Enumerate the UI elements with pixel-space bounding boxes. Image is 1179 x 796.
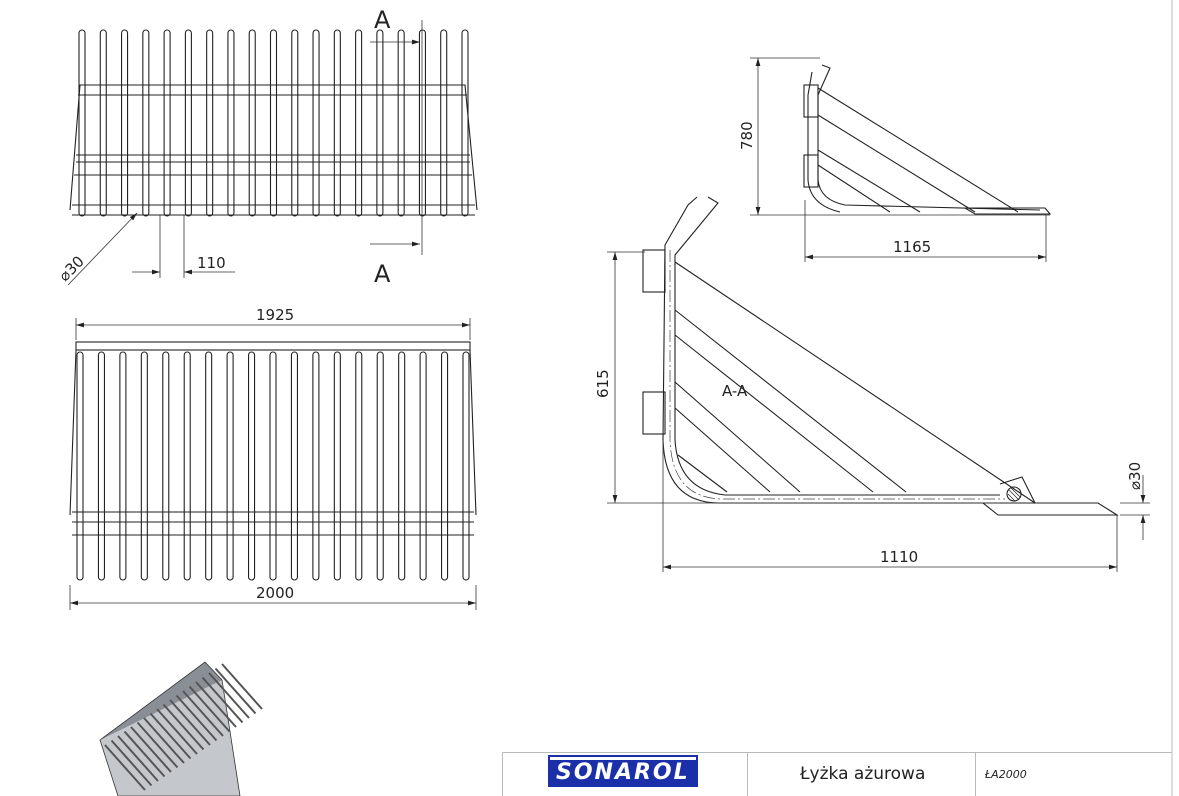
section-view-a-a: A-A 615 1110 ⌀30 — [594, 196, 1150, 572]
tine-top — [355, 29, 363, 217]
tine-iso — [123, 730, 166, 778]
tine-front — [398, 351, 406, 581]
tine-iso — [195, 681, 237, 728]
top-view: A A ⌀30 110 — [55, 6, 478, 288]
tine-iso — [221, 663, 263, 710]
section-marker-bottom: A — [374, 260, 391, 288]
tine-iso — [182, 690, 224, 737]
tine-spacing-dim: 110 — [197, 254, 226, 272]
tine-top — [312, 29, 320, 217]
tine-top — [440, 29, 448, 217]
tine-front — [290, 351, 298, 581]
tine-iso — [156, 708, 198, 755]
tine-top — [333, 29, 341, 217]
rod-diameter-dim: ⌀30 — [55, 252, 88, 285]
tine-front — [183, 351, 191, 581]
title-block-border — [502, 752, 1172, 753]
tine-top — [376, 29, 384, 217]
tine-front — [355, 351, 363, 581]
isometric-view — [99, 661, 263, 796]
tine-top — [184, 29, 192, 217]
title-block-divider — [747, 752, 748, 796]
tine-iso — [201, 676, 244, 724]
inner-width-dim: 1925 — [256, 306, 294, 324]
tine-iso — [188, 685, 231, 733]
tine-front — [205, 351, 213, 581]
tine-iso — [162, 703, 205, 751]
tine-front — [441, 351, 449, 581]
section-rod-diameter-dim: ⌀30 — [1126, 462, 1144, 490]
tine-front — [76, 351, 84, 581]
drawing-code: ŁA2000 — [985, 767, 1027, 781]
tine-front — [97, 351, 105, 581]
front-view: 1925 2000 — [69, 306, 477, 610]
section-label: A-A — [722, 382, 748, 400]
tine-front — [269, 351, 277, 581]
tine-front — [462, 351, 470, 581]
title-block-divider — [975, 752, 976, 796]
tine-front — [419, 351, 427, 581]
section-height-dim: 615 — [594, 369, 612, 398]
company-logo: SONAROL — [548, 755, 698, 787]
tine-front — [312, 351, 320, 581]
tine-iso — [110, 739, 153, 787]
tine-top — [142, 29, 150, 217]
side-view: 780 1165 — [738, 57, 1052, 262]
tine-iso — [104, 744, 146, 791]
overall-width-dim: 2000 — [256, 584, 294, 602]
tine-front — [162, 351, 170, 581]
tine-front — [333, 351, 341, 581]
tine-front — [376, 351, 384, 581]
tine-iso — [169, 699, 211, 746]
section-length-dim: 1110 — [880, 548, 918, 566]
tine-top — [227, 29, 235, 217]
tine-top — [418, 29, 426, 217]
drawing-title: Łyżka ażurowa — [800, 764, 926, 784]
tine-top — [461, 29, 469, 217]
title-block-divider — [502, 752, 503, 796]
tine-iso — [214, 667, 257, 715]
tine-top — [397, 29, 405, 217]
tine-iso — [136, 721, 179, 769]
tine-top — [78, 29, 86, 217]
logo-text: SONAROL — [548, 755, 698, 787]
tine-iso — [130, 726, 172, 773]
side-length-dim: 1165 — [893, 238, 931, 256]
tine-front — [119, 351, 127, 581]
tine-top — [99, 29, 107, 217]
tine-front — [226, 351, 234, 581]
tine-top — [248, 29, 256, 217]
tine-iso — [149, 712, 192, 760]
tine-iso — [175, 694, 218, 742]
tine-iso — [143, 717, 185, 764]
tine-top — [163, 29, 171, 217]
tine-top — [269, 29, 278, 217]
tine-iso — [208, 672, 250, 719]
tine-front — [140, 351, 148, 581]
tine-front — [248, 351, 256, 581]
side-height-dim: 780 — [738, 121, 756, 150]
tine-top — [291, 29, 299, 217]
section-marker-top: A — [374, 6, 391, 34]
tine-top — [206, 29, 214, 217]
tine-top — [121, 29, 129, 217]
tine-iso — [117, 735, 159, 782]
